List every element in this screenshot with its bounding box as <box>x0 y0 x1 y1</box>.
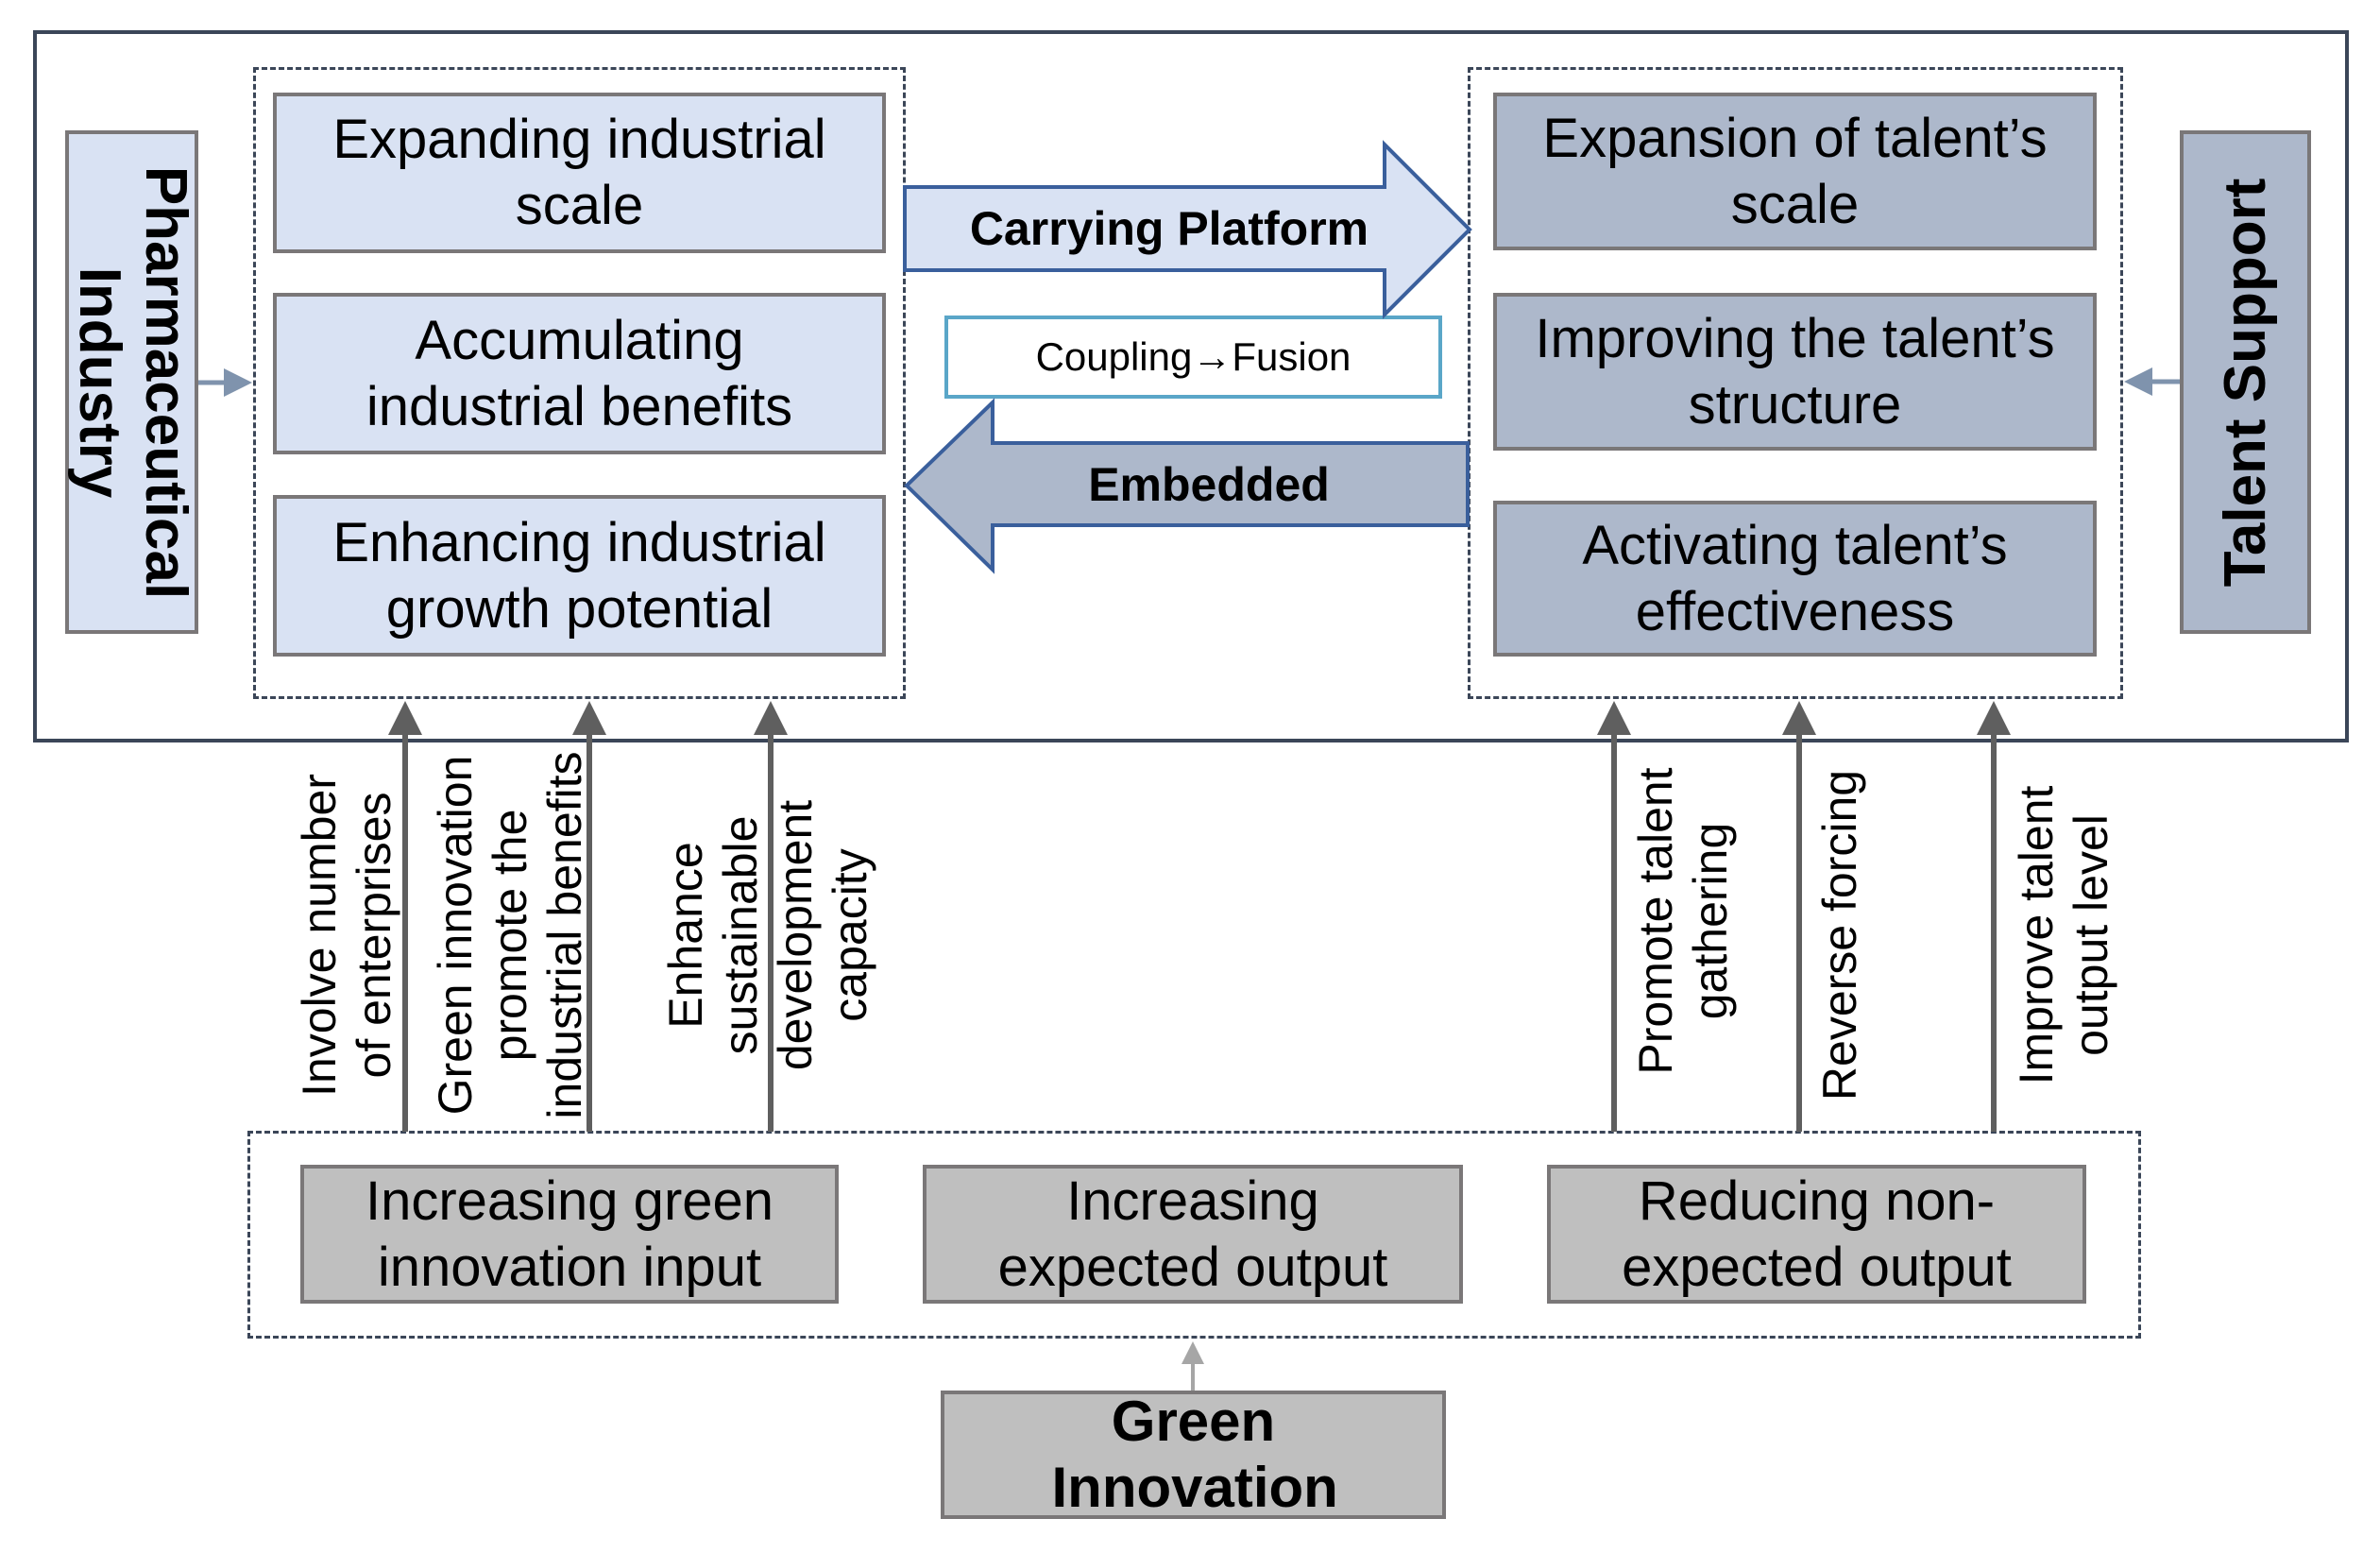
connector-label: Promote talent gathering <box>1629 767 1737 1075</box>
coupling-fusion-label: Coupling→Fusion <box>1035 334 1352 379</box>
talent-item: Improving the talent’s structure <box>1493 293 2097 451</box>
talent-item-label: Expansion of talent’s scale <box>1542 107 2048 235</box>
industry-item-label: Accumulating industrial benefits <box>366 309 793 437</box>
innovation-item: Increasing green innovation input <box>300 1165 839 1304</box>
industry-item-label: Enhancing industrial growth potential <box>332 511 826 640</box>
innovation-item: Reducing non-expected output <box>1547 1165 2086 1304</box>
innovation-item-label: Reducing non-expected output <box>1622 1169 2012 1298</box>
embedded-label: Embedded <box>1088 457 1330 511</box>
talent-item: Activating talent’s effectiveness <box>1493 501 2097 657</box>
green-innovation-label: Green Innovation <box>1051 1390 1338 1519</box>
industry-item: Expanding industrial scale <box>273 93 886 253</box>
talent-item-label: Activating talent’s effectiveness <box>1582 514 2008 642</box>
outer-frame <box>33 30 2349 742</box>
industry-item: Accumulating industrial benefits <box>273 293 886 454</box>
industry-item: Enhancing industrial growth potential <box>273 495 886 657</box>
coupling-fusion-box: Coupling→Fusion <box>944 316 1442 399</box>
talent-support-box: Talent Support <box>2180 130 2311 634</box>
pharmaceutical-industry-box: Pharmaceutical Industry <box>65 130 198 634</box>
connector-label: Green innovation promote the industrial … <box>429 751 591 1119</box>
green-innovation-box: Green Innovation <box>941 1390 1446 1519</box>
connector-label: Involve number of enterprises <box>293 774 400 1097</box>
innovation-group <box>247 1131 2141 1339</box>
industry-item-label: Expanding industrial scale <box>332 109 826 236</box>
innovation-item-label: Increasing expected output <box>997 1169 1388 1298</box>
talent-item-label: Improving the talent’s structure <box>1535 307 2055 435</box>
carrying-platform-arrow <box>903 140 1472 319</box>
connector-label: Enhance sustainable development capacity <box>659 799 876 1071</box>
industry-group <box>253 67 906 699</box>
innovation-item: Increasing expected output <box>923 1165 1463 1304</box>
embedded-arrow <box>904 398 1470 574</box>
talent-group <box>1468 67 2123 699</box>
carrying-platform-label: Carrying Platform <box>969 202 1369 255</box>
talent-item: Expansion of talent’s scale <box>1493 93 2097 250</box>
innovation-item-label: Increasing green innovation input <box>365 1169 774 1298</box>
connector-label: Improve talent output level <box>2010 785 2117 1085</box>
connector-label: Reverse forcing <box>1813 769 1866 1101</box>
